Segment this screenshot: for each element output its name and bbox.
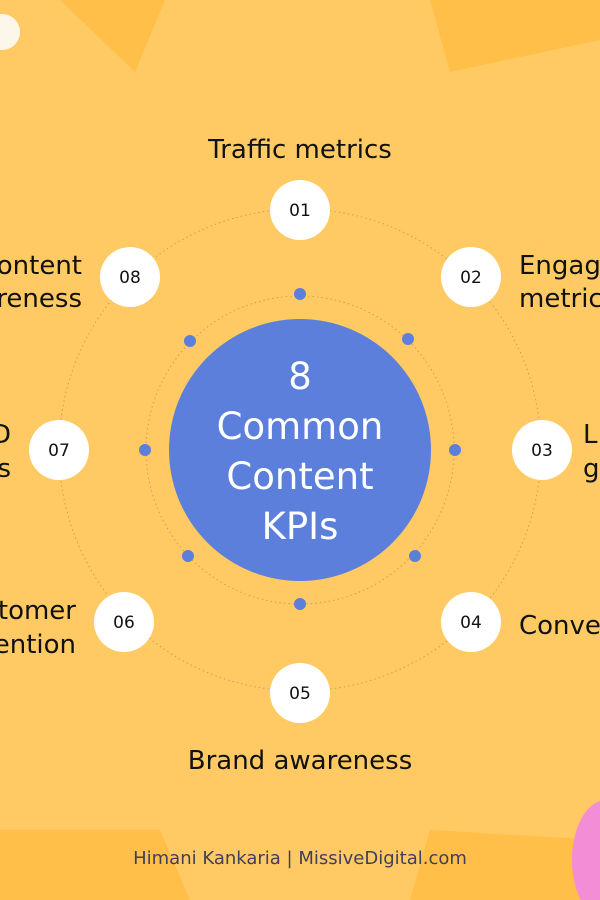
label-seo-line-1: D	[0, 420, 11, 450]
node-number: 02	[460, 268, 482, 288]
node-number: 08	[119, 268, 141, 288]
label-seo-line-2: s	[0, 454, 11, 484]
center-line-1: 8	[288, 355, 312, 398]
label-conversions: Conve	[519, 611, 600, 641]
white-blob	[0, 14, 20, 50]
label-brand-awareness: Brand awareness	[188, 746, 413, 776]
kpi-node-05: 05	[270, 663, 330, 723]
ring-dot	[294, 598, 306, 610]
credit-text: Himani Kankaria | MissiveDigital.com	[133, 848, 467, 869]
bg-shape-top-right	[430, 0, 600, 72]
center-circle	[169, 319, 431, 581]
label-content-effectiveness-line-2: reness	[0, 284, 82, 314]
ring-dot	[184, 335, 196, 347]
bg-shape-top-left	[60, 0, 165, 72]
label-leads-line-2: g	[583, 454, 600, 484]
center-line-4: KPIs	[262, 505, 339, 548]
ring-dot	[139, 444, 151, 456]
label-traffic-metrics: Traffic metrics	[207, 135, 392, 165]
kpi-node-08: 08	[100, 247, 160, 307]
kpi-node-04: 04	[441, 592, 501, 652]
label-retention-line-2: ention	[0, 630, 76, 660]
node-number: 04	[460, 613, 482, 633]
node-circle	[100, 247, 160, 307]
ring-dot	[449, 444, 461, 456]
label-content-effectiveness-line-1: ontent	[0, 251, 82, 281]
ring-dot	[182, 550, 194, 562]
label-engagement-line-2: metric	[519, 284, 600, 314]
bg-shape-bottom-right	[410, 830, 600, 900]
node-number: 05	[289, 684, 311, 704]
node-number: 06	[113, 613, 135, 633]
node-circle	[512, 420, 572, 480]
kpi-node-03: 03	[512, 420, 572, 480]
kpi-node-06: 06	[94, 592, 154, 652]
ring-dot	[409, 550, 421, 562]
node-circle	[441, 247, 501, 307]
label-leads-line-1: L	[583, 420, 598, 450]
kpi-node-01: 01	[270, 180, 330, 240]
ring-dots	[139, 288, 461, 610]
ring-dot	[402, 333, 414, 345]
label-engagement-line-1: Engag	[519, 251, 600, 281]
kpi-node-07: 07	[29, 420, 89, 480]
node-circle	[270, 180, 330, 240]
label-retention-line-1: tomer	[0, 596, 76, 626]
node-circle	[29, 420, 89, 480]
node-circle	[270, 663, 330, 723]
center-line-3: Content	[226, 455, 373, 498]
center-line-2: Common	[217, 405, 384, 448]
ring-dot	[294, 288, 306, 300]
node-number: 03	[531, 441, 553, 461]
bg-shape-bottom-left	[0, 830, 190, 900]
pink-blob	[572, 800, 600, 900]
kpi-node-02: 02	[441, 247, 501, 307]
node-circle	[441, 592, 501, 652]
node-number: 07	[48, 441, 70, 461]
node-number: 01	[289, 201, 311, 221]
center-title: 8 Common Content KPIs	[217, 355, 384, 548]
node-circle	[94, 592, 154, 652]
